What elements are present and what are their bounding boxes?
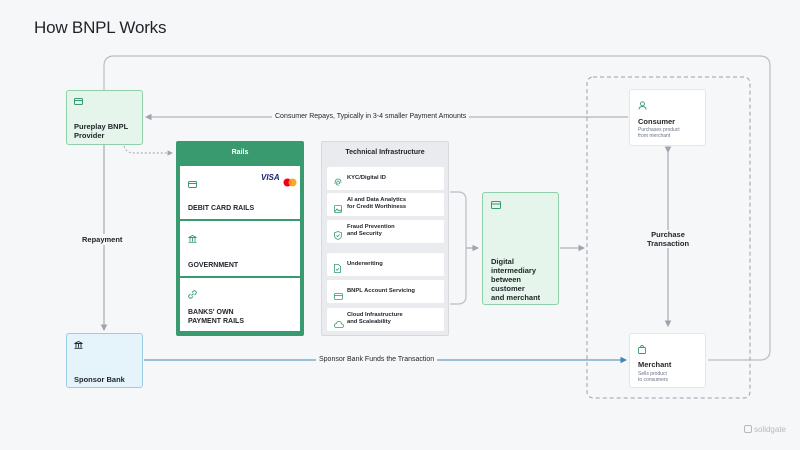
digital-intermediary-label: Digital intermediary between customer an… [491,257,541,302]
pureplay-bnpl-provider-card[interactable]: Pureplay BNPL Provider [66,90,143,145]
shield-icon [334,227,342,245]
image-icon [334,200,342,218]
consumer-description: Purchases product from merchant [638,127,680,139]
tech-header: Technical Infrastructure [345,149,425,156]
merchant-card[interactable]: Merchant Sells product to consumers [629,333,706,388]
cloud-icon [334,315,344,333]
purchase-transaction-region [586,76,751,399]
link-icon [188,286,197,304]
card-icon [491,201,501,209]
tech-bracket-line [450,191,467,305]
tech-label-cloud: Cloud Infrastructure and Scaleability [347,312,403,325]
bag-icon [638,341,646,359]
rail-label-banks-own: BANKS' OWN PAYMENT RAILS [188,309,245,325]
consumer-repays-label: Consumer Repays, Typically in 3-4 smalle… [272,112,470,121]
digital-intermediary-card[interactable]: Digital intermediary between customer an… [482,192,559,305]
outer-loop-line [103,55,771,361]
fingerprint-icon [334,174,342,192]
page-title: How BNPL Works [34,18,167,37]
visa-logo: VISA [261,173,280,182]
user-icon [638,97,647,115]
consumer-label: Consumer [638,117,676,126]
card-icon [74,98,83,105]
rail-item-banks-own[interactable]: BANKS' OWN PAYMENT RAILS [180,278,300,331]
tech-label-fraud: Fraud Prevention and Security [347,224,395,237]
purchase-transaction-label: Purchase Transaction [636,230,700,248]
mastercard-icon [283,174,297,192]
card-icon [334,287,343,305]
bank-icon [188,230,197,248]
tech-item-cloud[interactable]: Cloud Infrastructure and Scaleability [327,308,444,331]
card-icon [188,175,197,193]
tech-label-kyc: KYC/Digital ID [347,175,386,181]
provider-label: Pureplay BNPL Provider [74,122,129,140]
tech-item-account-servicing[interactable]: BNPL Account Servicing [327,280,444,303]
rail-label-government: GOVERNMENT [188,262,239,269]
rail-item-debit-card[interactable]: VISA DEBIT CARD RAILS [180,166,300,219]
consumer-card[interactable]: Consumer Purchases product from merchant [629,89,706,146]
document-icon [334,260,341,278]
tech-label-ai-analytics: AI and Data Analytics for Credit Worthin… [347,197,407,210]
merchant-label: Merchant [638,360,672,369]
tech-item-fraud[interactable]: Fraud Prevention and Security [327,220,444,243]
sponsor-bank-card[interactable]: Sponsor Bank [66,333,143,388]
solidgate-logo-icon [743,425,752,433]
tech-item-ai-analytics[interactable]: AI and Data Analytics for Credit Worthin… [327,193,444,216]
merchant-description: Sells product to consumers [638,371,669,383]
tech-item-underwriting[interactable]: Underwriting [327,253,444,276]
bank-icon [74,341,83,349]
tech-item-kyc[interactable]: KYC/Digital ID [327,167,444,190]
sponsor-funds-label: Sponsor Bank Funds the Transaction [316,355,438,364]
repayment-label: Repayment [82,234,123,245]
rails-panel: Rails VISA DEBIT CARD RAILS GOVERNMENT B… [176,141,304,336]
rails-header: Rails [231,149,249,156]
sponsor-bank-label: Sponsor Bank [74,375,125,384]
rail-label-debit-card: DEBIT CARD RAILS [188,205,255,212]
solidgate-watermark: solidgate [743,425,786,434]
rail-item-government[interactable]: GOVERNMENT [180,221,300,276]
technical-infrastructure-panel: Technical Infrastructure KYC/Digital ID … [321,141,449,336]
tech-label-account-servicing: BNPL Account Servicing [347,288,415,294]
provider-rails-dotted [123,145,173,156]
tech-label-underwriting: Underwriting [347,261,383,267]
